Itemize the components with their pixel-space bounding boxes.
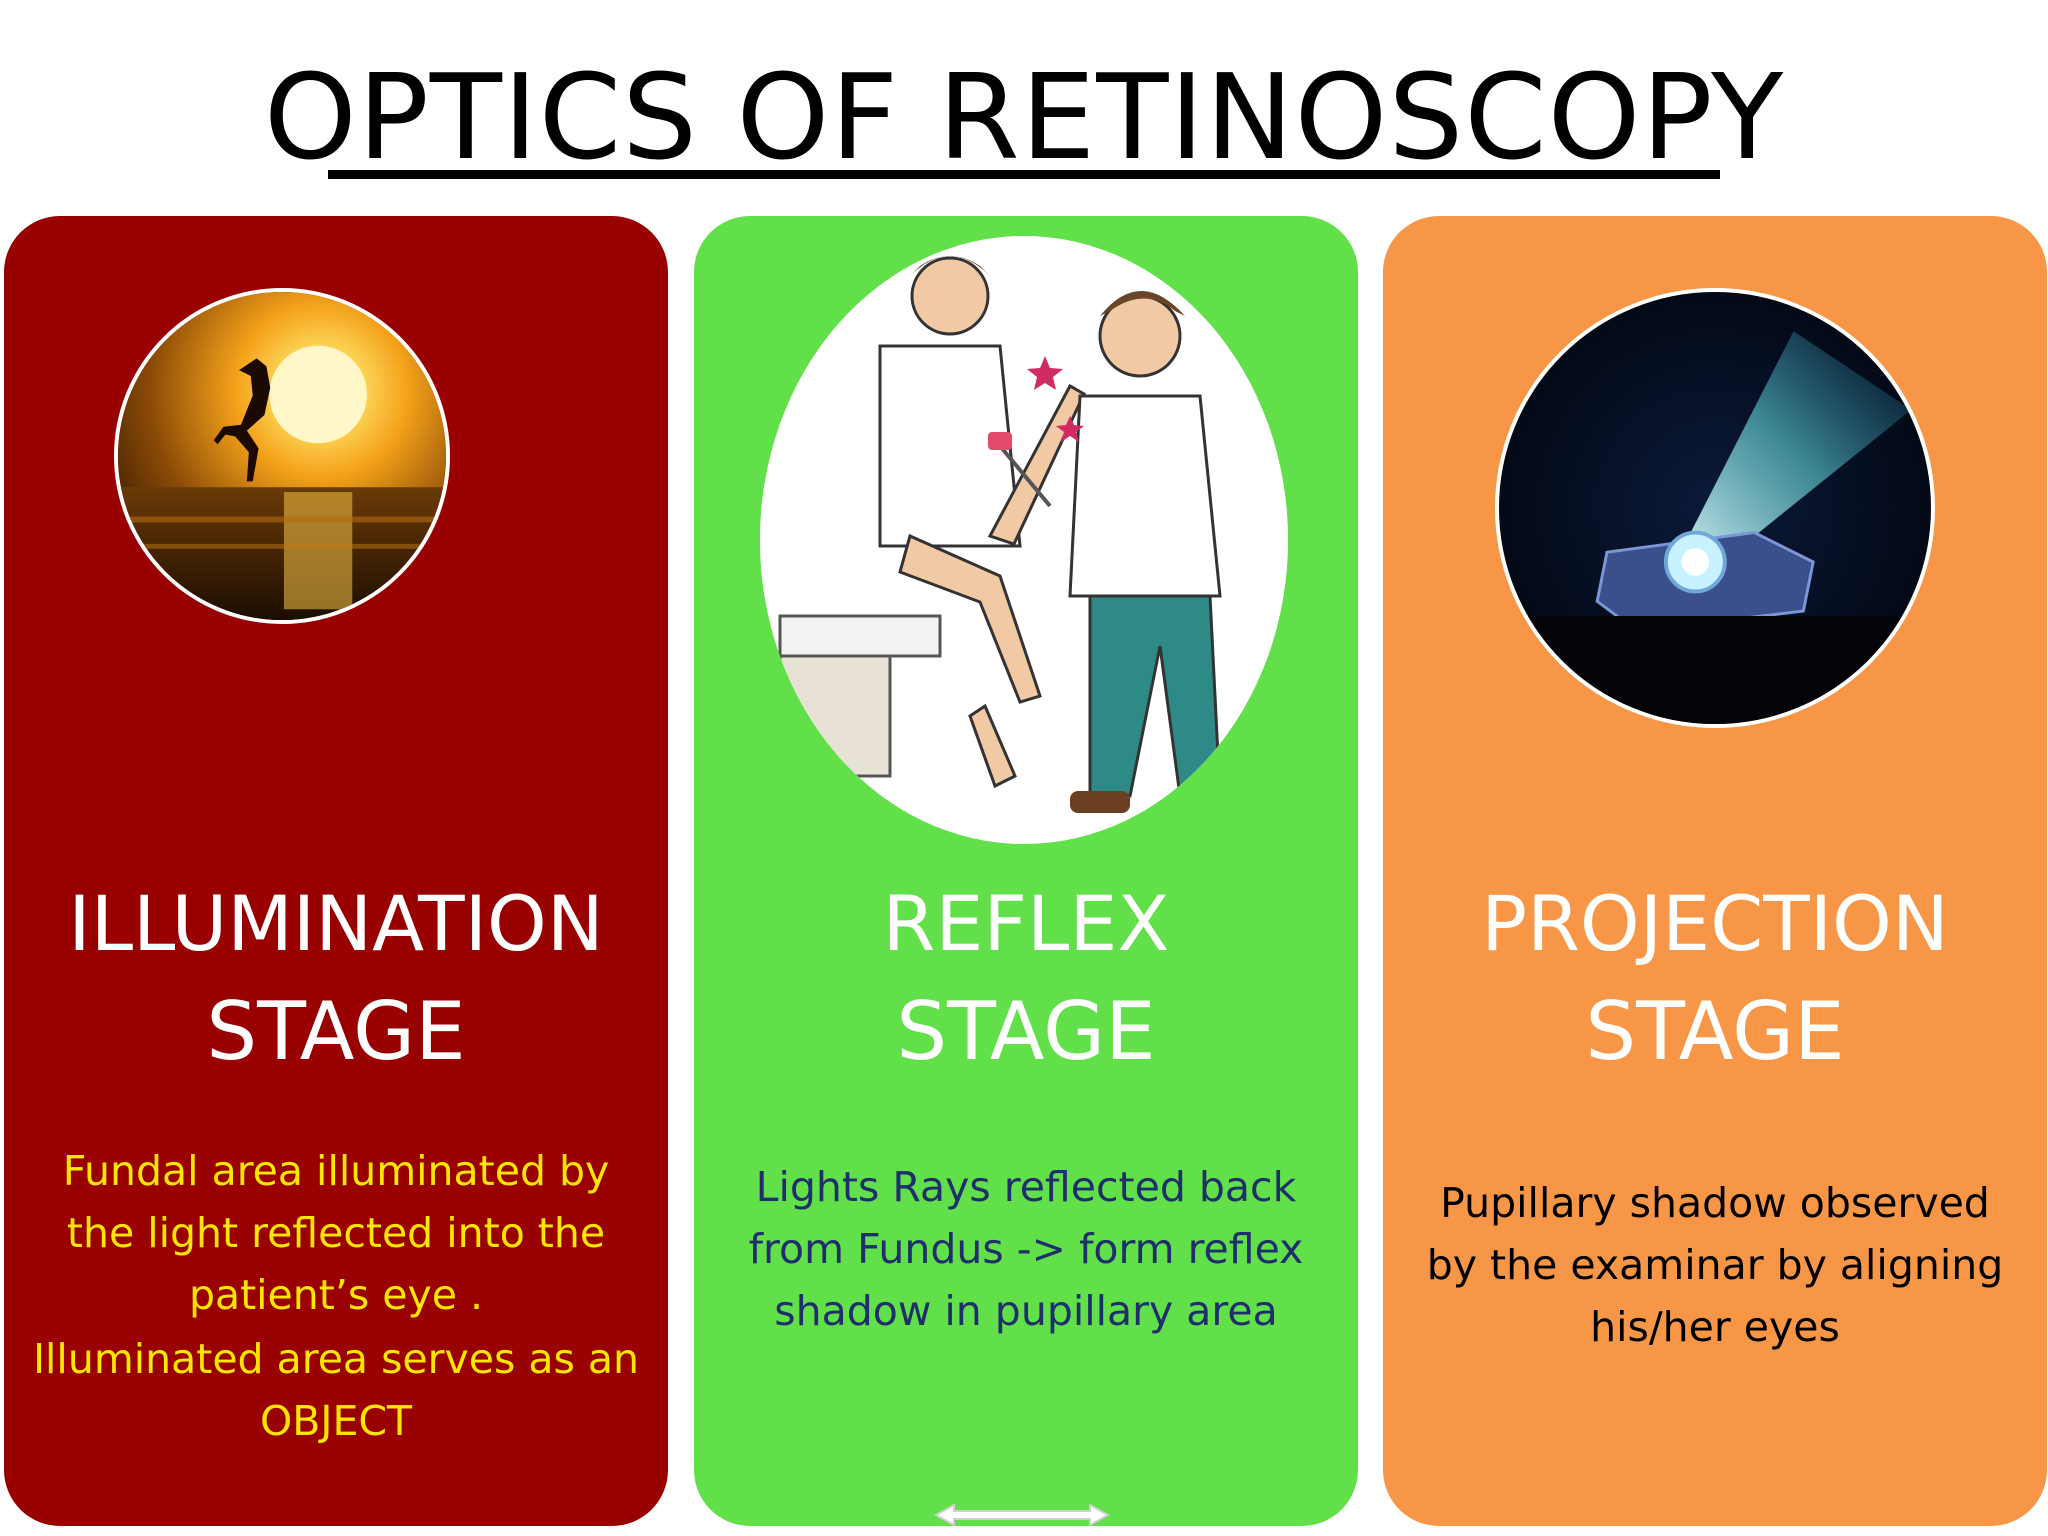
projection-title-line2: STAGE (1585, 985, 1845, 1078)
projector-beam-image (1495, 288, 1935, 728)
reflex-card: REFLEX STAGE Lights Rays reflected back … (694, 216, 1358, 1526)
desc-line: OBJECT (259, 1397, 413, 1445)
projection-title-line1: PROJECTION (1481, 879, 1949, 968)
sunset-runner-image (114, 288, 450, 624)
desc-line: Lights Rays reflected back (755, 1163, 1297, 1211)
desc-line: his/her eyes (1590, 1303, 1840, 1351)
illumination-card: ILLUMINATION STAGE Fundal area illuminat… (4, 216, 668, 1526)
desc-line: patient’s eye . (188, 1271, 484, 1319)
desc-line: Illuminated area serves as an (32, 1335, 640, 1383)
desc-line: shadow in pupillary area (774, 1287, 1278, 1335)
title-underline (328, 170, 1720, 179)
reflex-description: Lights Rays reflected back from Fundus -… (694, 1156, 1358, 1342)
desc-line: Fundal area illuminated by (62, 1147, 610, 1195)
illumination-description: Fundal area illuminated by the light ref… (4, 1140, 668, 1326)
reflex-title-line1: REFLEX (882, 879, 1170, 968)
double-arrow-icon (933, 1503, 1111, 1527)
projection-card: PROJECTION STAGE Pupillary shadow observ… (1383, 216, 2047, 1526)
illumination-title-line1: ILLUMINATION (68, 879, 604, 968)
reflex-title-line2: STAGE (896, 985, 1156, 1078)
illumination-title-line2: STAGE (206, 985, 466, 1078)
slide-title: OPTICS OF RETINOSCOPY (263, 48, 1785, 186)
doctor-patient-image (760, 236, 1288, 844)
desc-line: Pupillary shadow observed (1440, 1179, 1990, 1227)
desc-line: by the examinar by aligning (1426, 1241, 2004, 1289)
projection-description: Pupillary shadow observed by the examina… (1383, 1172, 2047, 1358)
desc-line: from Fundus -> form reflex (748, 1225, 1304, 1273)
desc-line: the light reflected into the (66, 1209, 606, 1257)
illumination-note: Illuminated area serves as an OBJECT (4, 1328, 668, 1452)
